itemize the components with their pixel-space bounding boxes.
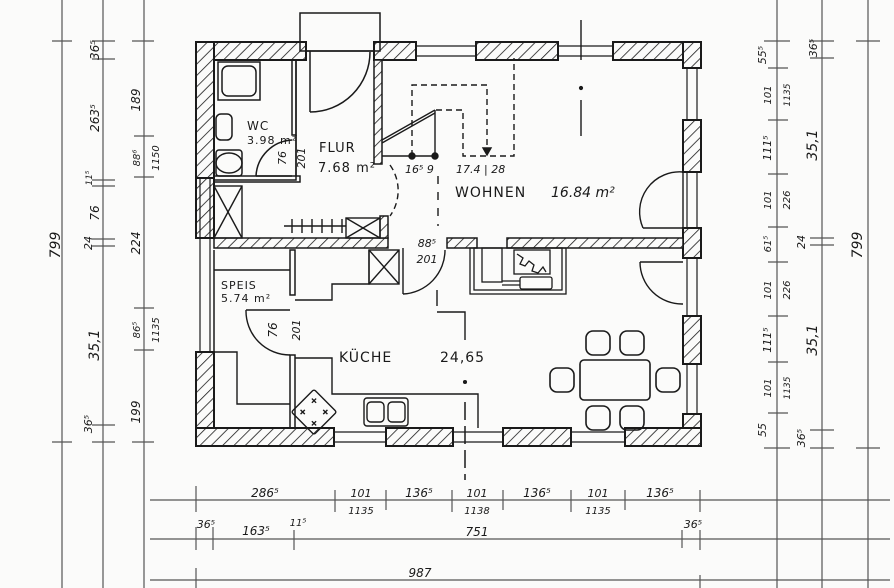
svg-text:101: 101 xyxy=(588,487,609,500)
room-labels: WC 3.98 m² FLUR 7.68 m² WOHNEN 16.84 m² … xyxy=(221,119,615,366)
dim-left-total: 799 xyxy=(48,232,64,259)
svg-text:1135: 1135 xyxy=(151,317,162,342)
svg-text:163⁵: 163⁵ xyxy=(242,524,270,538)
svg-text:111⁵: 111⁵ xyxy=(761,135,774,160)
stair-label-right: 17.4 | 28 xyxy=(456,163,505,176)
room-wohnen-area: 16.84 m² xyxy=(551,185,615,201)
svg-text:55: 55 xyxy=(756,423,769,437)
svg-text:101: 101 xyxy=(763,280,774,299)
svg-text:1135: 1135 xyxy=(783,376,793,399)
svg-text:88⁶: 88⁶ xyxy=(132,150,143,167)
svg-text:101: 101 xyxy=(351,487,372,500)
svg-text:101: 101 xyxy=(763,378,774,397)
svg-text:201: 201 xyxy=(295,148,308,169)
interior-walls xyxy=(213,59,684,249)
svg-text:201: 201 xyxy=(290,320,303,341)
svg-text:263⁵: 263⁵ xyxy=(88,104,102,132)
svg-text:286⁵: 286⁵ xyxy=(251,486,279,500)
room-speis-area: 5.74 m² xyxy=(221,292,271,305)
svg-text:101: 101 xyxy=(763,85,774,104)
svg-text:35,1: 35,1 xyxy=(87,329,103,360)
stairs xyxy=(381,20,584,226)
room-speis-name: SPEIS xyxy=(221,279,257,292)
svg-text:199: 199 xyxy=(129,401,143,424)
svg-text:11⁵: 11⁵ xyxy=(85,170,95,185)
kitchen-door xyxy=(402,248,466,340)
door-labels: 76 201 76 201 88⁵ 201 16⁵ 9 17.4 | 28 xyxy=(266,148,505,341)
svg-text:136⁵: 136⁵ xyxy=(523,486,551,500)
right-dimension-lines xyxy=(764,0,880,588)
svg-text:36⁵: 36⁵ xyxy=(807,39,820,57)
wc-fixtures xyxy=(215,61,293,177)
svg-text:111⁵: 111⁵ xyxy=(761,327,774,352)
room-flur-name: FLUR xyxy=(319,141,356,156)
svg-text:36⁵: 36⁵ xyxy=(82,415,95,433)
svg-text:226: 226 xyxy=(782,190,793,209)
fireplace xyxy=(469,247,567,295)
svg-text:226: 226 xyxy=(782,280,793,299)
speis-fixtures xyxy=(214,269,291,405)
axis-line xyxy=(462,379,468,480)
svg-text:61⁵: 61⁵ xyxy=(763,236,774,253)
svg-text:101: 101 xyxy=(467,487,488,500)
stair-label-left: 16⁵ 9 xyxy=(405,163,434,176)
svg-text:36⁵: 36⁵ xyxy=(197,518,215,531)
svg-text:1135: 1135 xyxy=(348,506,373,517)
room-wohnen-name: WOHNEN xyxy=(455,185,526,201)
room-flur-area: 7.68 m² xyxy=(318,161,376,176)
svg-text:189: 189 xyxy=(129,89,143,112)
exterior-walls xyxy=(195,41,702,447)
kitchen-counters xyxy=(291,249,479,435)
room-wc-name: WC xyxy=(247,119,269,133)
svg-text:76: 76 xyxy=(266,322,280,338)
svg-text:35,1: 35,1 xyxy=(805,129,821,160)
svg-text:36⁵: 36⁵ xyxy=(88,40,102,60)
dining-table-set xyxy=(549,330,681,431)
svg-text:86⁵: 86⁵ xyxy=(132,322,143,339)
svg-text:88⁵: 88⁵ xyxy=(418,237,436,250)
stove-icon xyxy=(291,389,337,435)
room-wc-area: 3.98 m² xyxy=(247,134,297,147)
window-openings xyxy=(199,45,698,443)
svg-text:987: 987 xyxy=(409,566,432,580)
svg-text:136⁵: 136⁵ xyxy=(405,486,433,500)
bottom-dimension-lines xyxy=(150,486,890,588)
svg-text:76: 76 xyxy=(276,151,289,165)
svg-text:1138: 1138 xyxy=(464,506,489,517)
svg-text:1135: 1135 xyxy=(585,506,610,517)
room-kueche-name: KÜCHE xyxy=(339,348,392,366)
left-dimension-labels: 799 36⁵ 263⁵ 11⁵ 76 24 35,1 36⁵ 189 88⁶ … xyxy=(48,40,162,433)
room-kueche-area: 24,65 xyxy=(440,350,485,366)
wohnen-terrace-door xyxy=(638,171,684,305)
svg-text:1135: 1135 xyxy=(783,83,793,106)
svg-text:35,1: 35,1 xyxy=(805,324,821,355)
entrance xyxy=(299,12,381,113)
svg-text:751: 751 xyxy=(466,525,489,539)
svg-text:1150: 1150 xyxy=(151,145,162,170)
svg-text:201: 201 xyxy=(417,253,438,266)
svg-text:76: 76 xyxy=(88,205,102,221)
bottom-dimension-labels: 286⁵ 101 1135 136⁵ 101 1138 136⁵ 101 113… xyxy=(197,486,702,580)
left-dimension-lines xyxy=(52,0,154,588)
svg-text:101: 101 xyxy=(763,190,774,209)
dim-right-total: 799 xyxy=(850,232,866,259)
svg-text:224: 224 xyxy=(129,232,143,255)
svg-text:36⁵: 36⁵ xyxy=(795,429,808,447)
flur-fixtures xyxy=(213,164,399,239)
svg-text:24: 24 xyxy=(82,236,95,250)
svg-text:136⁵: 136⁵ xyxy=(646,486,674,500)
svg-text:11⁵: 11⁵ xyxy=(290,518,307,529)
svg-text:36⁵: 36⁵ xyxy=(684,518,702,531)
svg-text:55⁵: 55⁵ xyxy=(756,46,769,64)
right-dimension-labels: 799 36⁵ 35,1 24 35,1 36⁵ 55⁵ 101 1135 11… xyxy=(756,39,866,447)
svg-text:24: 24 xyxy=(795,235,808,249)
